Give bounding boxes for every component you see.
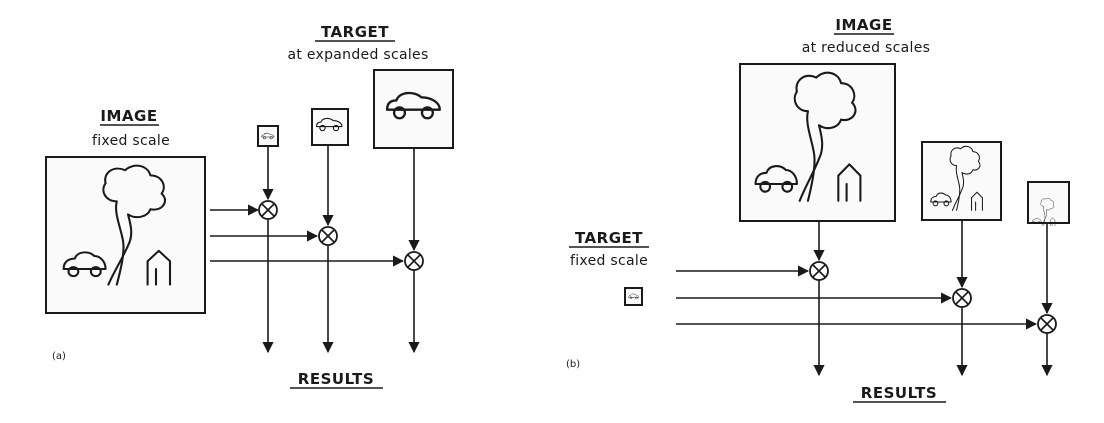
target-subtitle-b: fixed scale xyxy=(570,253,648,269)
image-title-a: IMAGE xyxy=(100,107,157,125)
image-subtitle-b: at reduced scales xyxy=(802,40,930,56)
correlator-3-a xyxy=(404,251,424,271)
correlator-3-b xyxy=(1037,314,1057,334)
image-title-b: IMAGE xyxy=(835,16,892,34)
results-label-a: RESULTS xyxy=(298,370,374,388)
panel-label-a: (a) xyxy=(52,351,66,362)
target-title-a: TARGET xyxy=(321,23,389,41)
target-box-large-a xyxy=(373,69,454,149)
correlator-1-b xyxy=(809,261,829,281)
target-subtitle-a: at expanded scales xyxy=(287,47,428,63)
correlator-2-a xyxy=(318,226,338,246)
image-box-medium-b xyxy=(921,141,1002,221)
target-box-medium-a xyxy=(311,108,349,146)
image-box-large-b xyxy=(739,63,896,222)
image-box-a xyxy=(45,156,206,314)
correlator-2-b xyxy=(952,288,972,308)
correlator-1-a xyxy=(258,200,278,220)
target-title-b: TARGET xyxy=(575,229,643,247)
image-subtitle-a: fixed scale xyxy=(92,133,170,149)
results-label-b: RESULTS xyxy=(861,384,937,402)
image-box-small-b xyxy=(1027,181,1070,226)
target-box-b xyxy=(624,287,643,306)
panel-a: IMAGE fixed scale TARGET at expanded sca… xyxy=(45,23,454,389)
target-box-small-a xyxy=(257,125,279,147)
panel-b: IMAGE at reduced scales TARGET fixed sca… xyxy=(566,16,1070,403)
panel-label-b: (b) xyxy=(566,359,580,370)
